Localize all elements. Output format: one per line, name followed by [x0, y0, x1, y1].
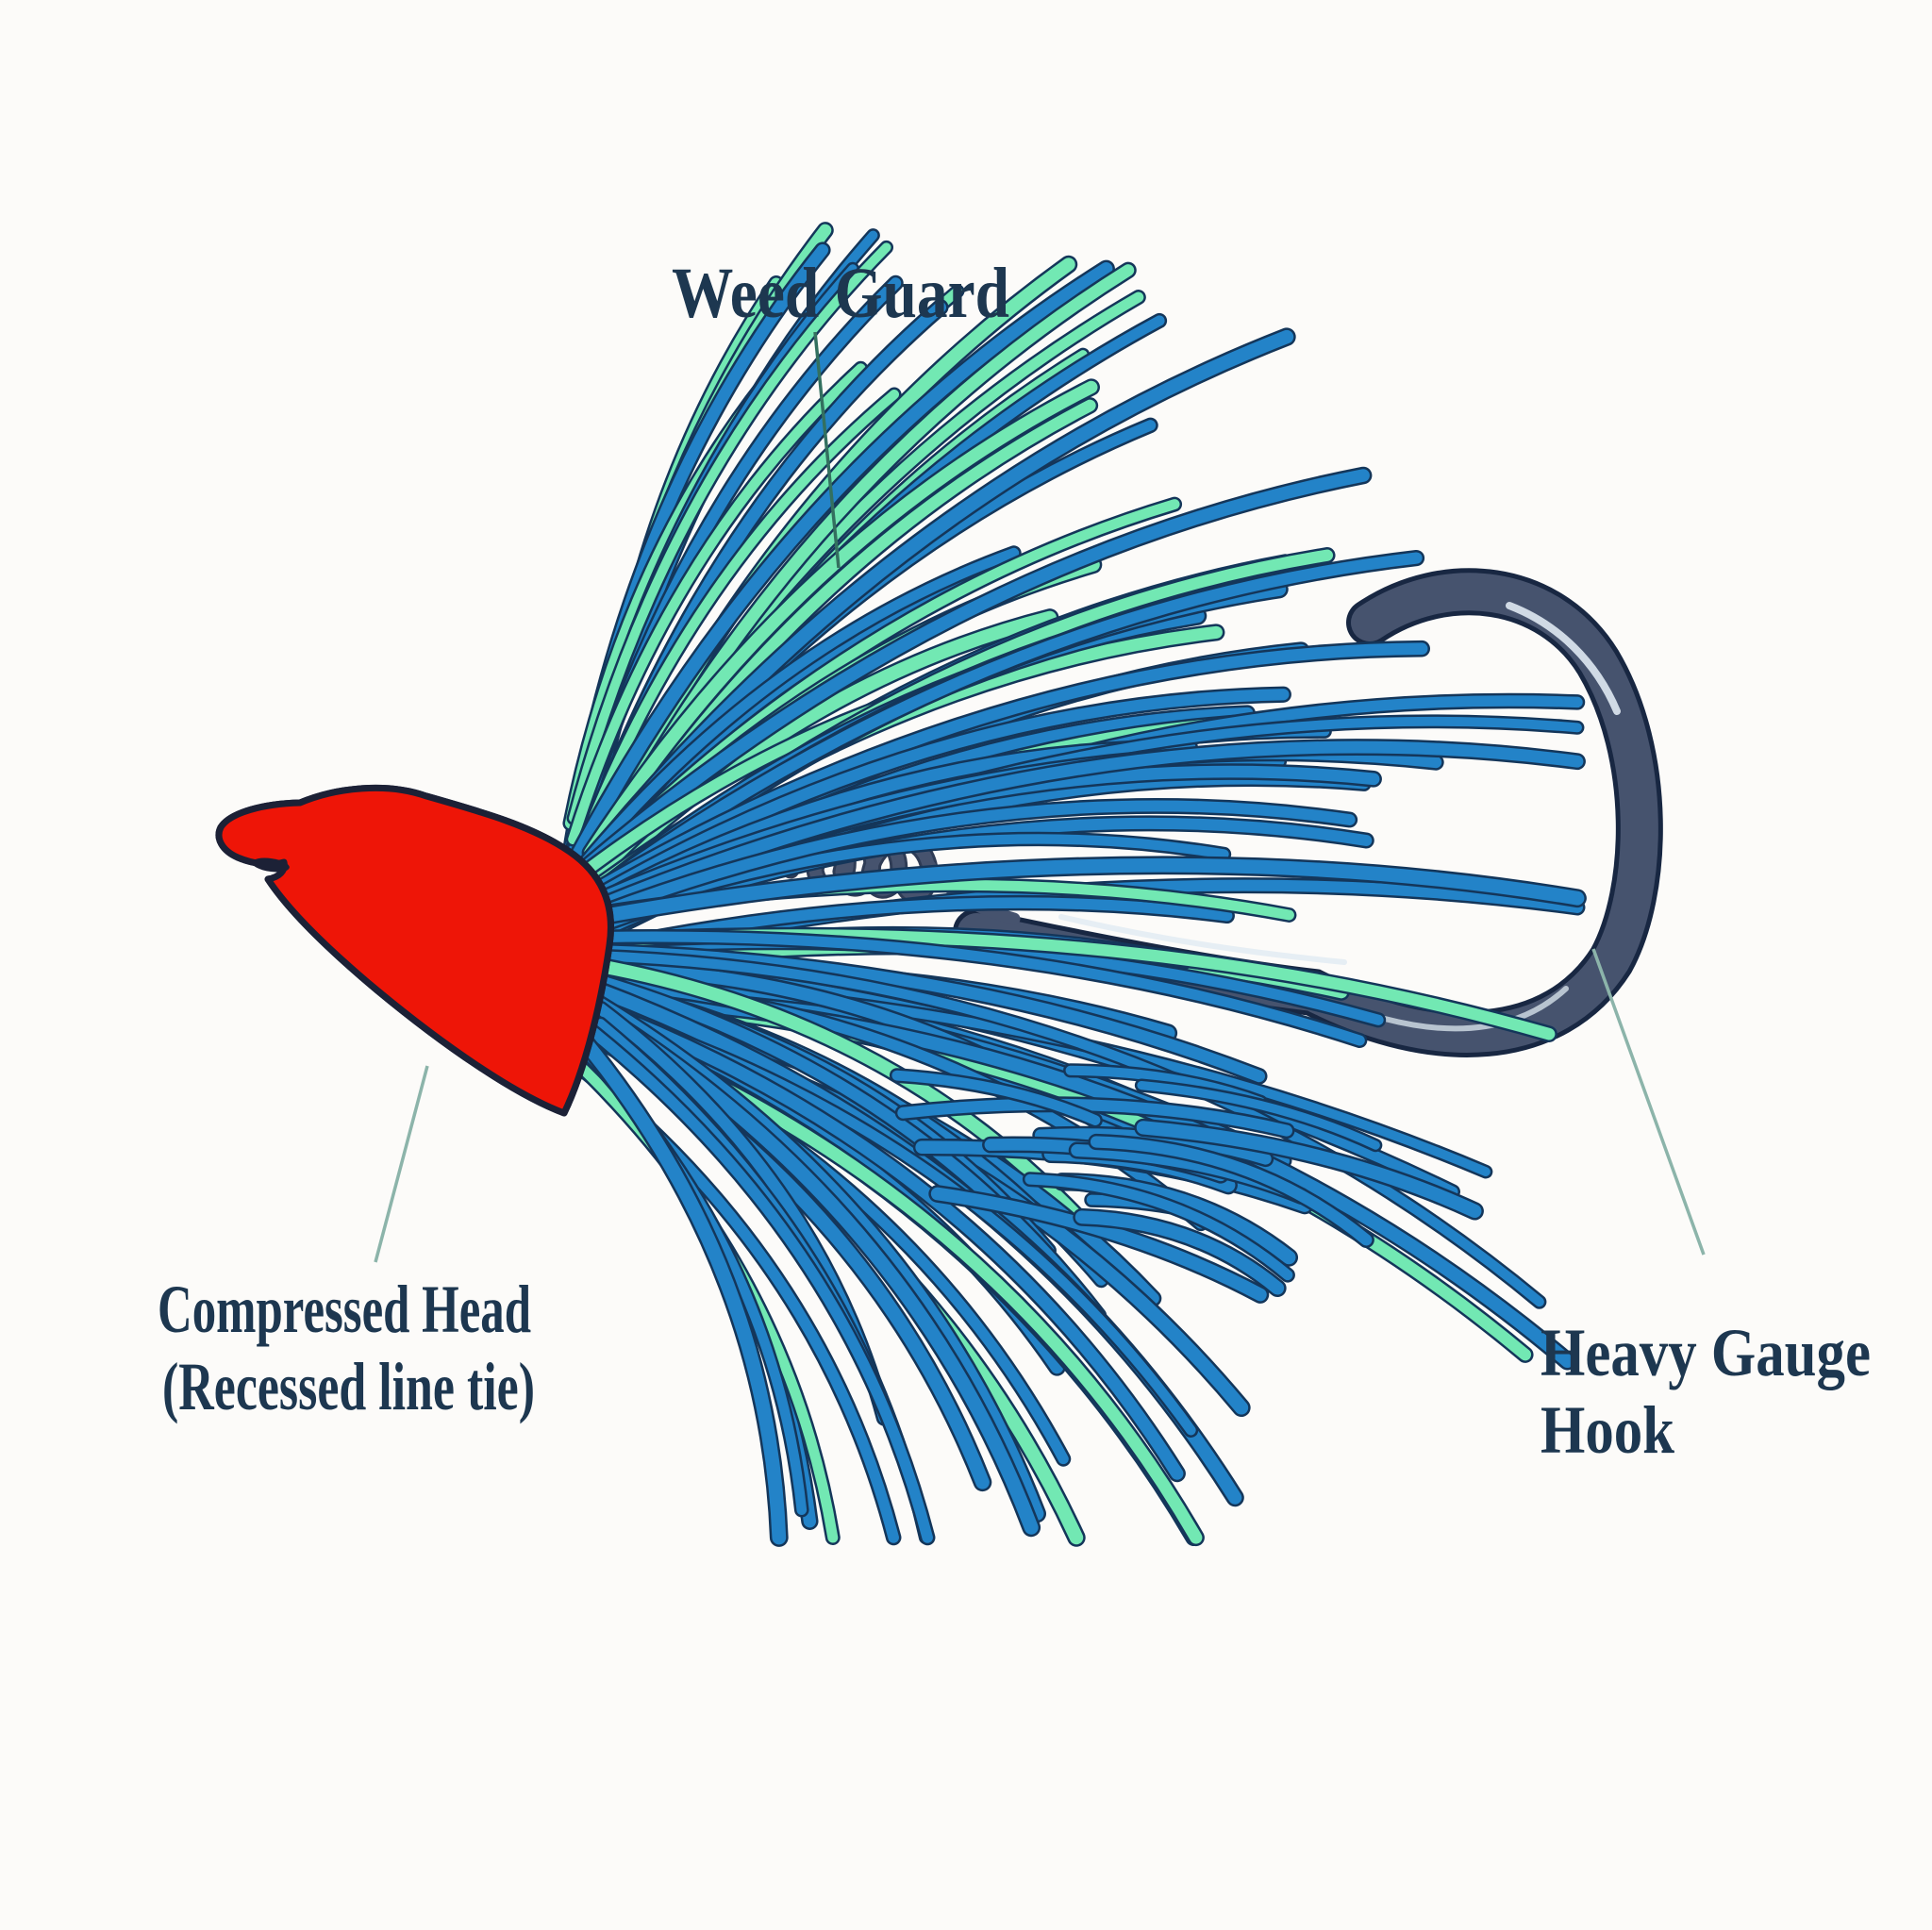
- jig-skirt-back: [558, 222, 1373, 916]
- skirt-strand: [584, 380, 1098, 859]
- leader-lines: [374, 331, 1706, 1263]
- compressed-head-label-line1: Compressed Head: [158, 1272, 531, 1347]
- skirt-strand: [568, 552, 1423, 914]
- compressed-head-label-line2: (Recessed line tie): [162, 1349, 535, 1424]
- skirt-strand: [1137, 1080, 1380, 1150]
- skirt-strand: [568, 363, 866, 844]
- heavy-gauge-hook-leader-line: [1591, 948, 1706, 1256]
- skirt-strand: [570, 993, 1184, 1480]
- skirt-strand: [584, 950, 1544, 1307]
- heavy-gauge-hook-label-line2: Hook: [1541, 1392, 1674, 1468]
- skirt-strand: [558, 965, 1105, 1322]
- skirt-strand: [560, 689, 1290, 920]
- labels: Weed Guard Compressed Head (Recessed lin…: [158, 254, 1871, 1468]
- skirt-strand: [930, 1187, 1267, 1302]
- weed-guard-label: Weed Guard: [672, 254, 1009, 333]
- line-tie-recess: [252, 857, 290, 873]
- skirt-strand: [578, 547, 1020, 870]
- skirt-strand: [1136, 1121, 1482, 1219]
- skirt-strand: [565, 469, 1370, 886]
- hook-highlight-shank: [1058, 914, 1347, 965]
- jig-skirt-front: [555, 547, 1587, 1547]
- skirt-strand: [567, 1022, 787, 1545]
- skirt-strand: [569, 1011, 933, 1543]
- skirt-strand: [572, 857, 1585, 928]
- jig-head-group: [210, 788, 611, 1117]
- skirt-strand: [568, 262, 1113, 867]
- skirt-strand: [585, 740, 1584, 915]
- hook-highlight-bend: [1382, 986, 1569, 1032]
- skirt-strand: [558, 800, 1356, 933]
- skirt-strand: [566, 955, 1091, 1230]
- skirt-strand: [566, 931, 1365, 1046]
- skirt-strand: [1090, 1136, 1373, 1246]
- skirt-strand: [897, 1098, 1293, 1137]
- weed-guard-leader-line: [813, 331, 841, 569]
- jig-head-outline: [219, 788, 610, 1113]
- skirt-strand: [1074, 1210, 1285, 1295]
- heavy-gauge-hook-label-line1: Heavy Gauge: [1541, 1315, 1871, 1390]
- skirt-strand: [1024, 1173, 1293, 1281]
- skirt-strand: [569, 242, 891, 824]
- compressed-head-leader-line: [374, 1065, 429, 1263]
- skirt-strand: [891, 1070, 1101, 1125]
- hook-highlight-top: [1506, 602, 1621, 715]
